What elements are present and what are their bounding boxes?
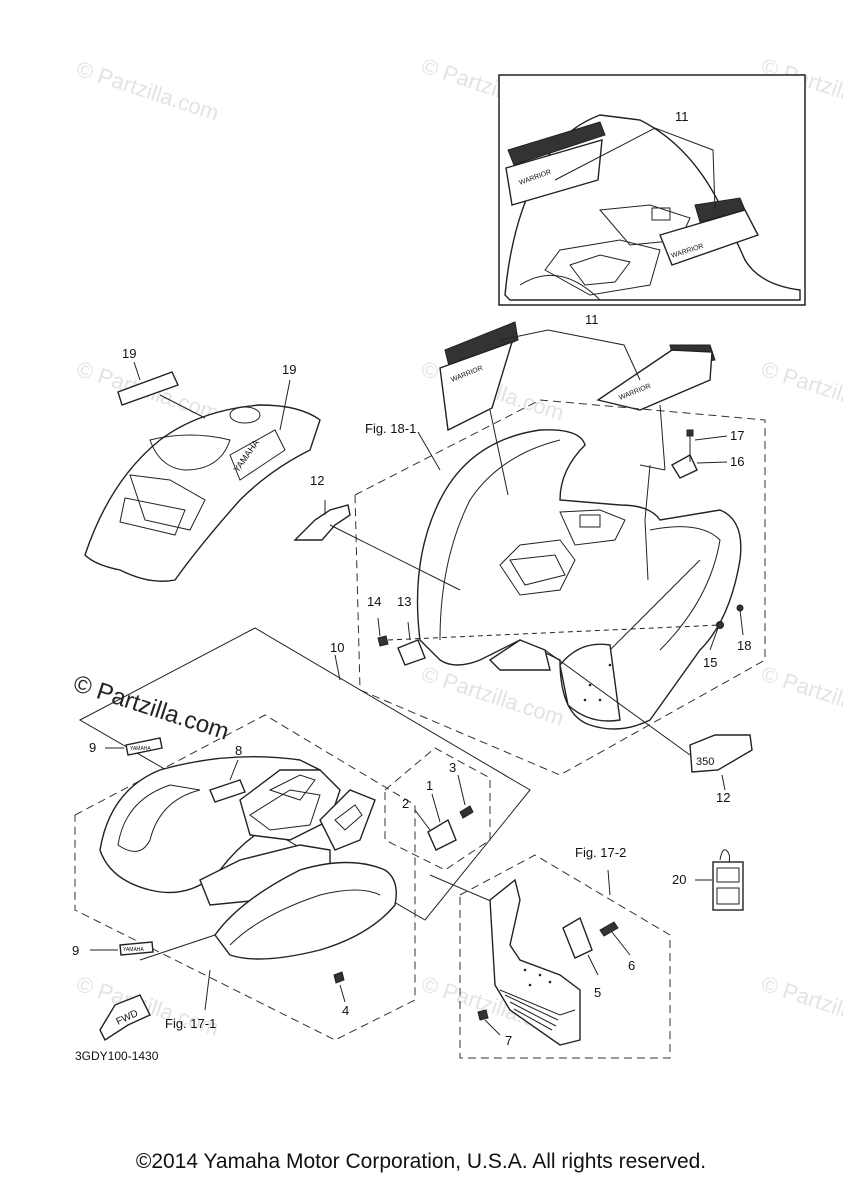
figure-ref-17-1: Fig. 17-1 — [165, 1016, 216, 1031]
plate-13-14-15: 13 14 15 — [367, 594, 724, 670]
seat-19: YAMAHA 19 19 — [84, 346, 321, 582]
emblem-350: 350 12 — [544, 649, 753, 805]
diagram-code: 3GDY100-1430 — [75, 1049, 159, 1063]
decal-12-upper: 12 — [293, 473, 461, 591]
watermark: © Partzilla.com — [418, 661, 567, 731]
callout-2: 2 — [402, 796, 409, 811]
watermark: © Partzilla.com — [758, 356, 843, 426]
mud-flap-group: Fig. 17-2 5 6 7 — [429, 845, 671, 1059]
decal-11-pair: WARRIOR WARRIOR 11 — [439, 312, 716, 432]
callout-12: 12 — [310, 473, 324, 488]
callout-11: 11 — [675, 109, 689, 124]
callout-13: 13 — [397, 594, 411, 609]
callout-12: 12 — [716, 790, 730, 805]
warning-tag-20: 20 — [672, 849, 744, 911]
callout-6: 6 — [628, 958, 635, 973]
callout-14: 14 — [367, 594, 381, 609]
callout-11: 11 — [585, 312, 599, 327]
watermark-main: © Partzilla.com — [70, 670, 232, 746]
decal-yamaha-text: YAMAHA — [130, 746, 151, 752]
callout-17: 17 — [730, 428, 744, 443]
fwd-arrow-icon: FWD — [99, 994, 151, 1042]
inset-rear-fender: WARRIOR WARRIOR 11 — [498, 74, 806, 306]
callout-10: 10 — [330, 640, 344, 655]
callout-7: 7 — [505, 1033, 512, 1048]
copyright-notice: ©2014 Yamaha Motor Corporation, U.S.A. A… — [136, 1150, 706, 1173]
callout-18: 18 — [737, 638, 751, 653]
callout-19: 19 — [282, 362, 296, 377]
watermark: © Partzilla.com — [758, 971, 843, 1041]
callout-19: 19 — [122, 346, 136, 361]
callout-1: 1 — [426, 778, 433, 793]
callout-8: 8 — [235, 743, 242, 758]
decal-yamaha-text: YAMAHA — [123, 947, 144, 953]
callout-15: 15 — [703, 655, 717, 670]
plate-1-2-3: 2 1 3 — [384, 747, 491, 871]
callout-5: 5 — [594, 985, 601, 1000]
front-fender-group: 10 Fig. 17-1 8 YAMAHA 9 YAMAHA 9 — [72, 627, 531, 1042]
figure-ref-18-1: Fig. 18-1 — [365, 421, 416, 436]
model-350-text: 350 — [696, 756, 714, 768]
callout-9: 9 — [72, 943, 79, 958]
callout-3: 3 — [449, 760, 456, 775]
figure-ref-17-2: Fig. 17-2 — [575, 845, 626, 860]
callout-20: 20 — [672, 872, 686, 887]
callout-16: 16 — [730, 454, 744, 469]
watermark: © Partzilla.com — [758, 661, 843, 731]
callout-4: 4 — [342, 1003, 349, 1018]
plate-16-17-18: 17 16 18 — [671, 428, 751, 653]
callout-9: 9 — [89, 740, 96, 755]
watermark: © Partzilla.com — [73, 56, 222, 126]
